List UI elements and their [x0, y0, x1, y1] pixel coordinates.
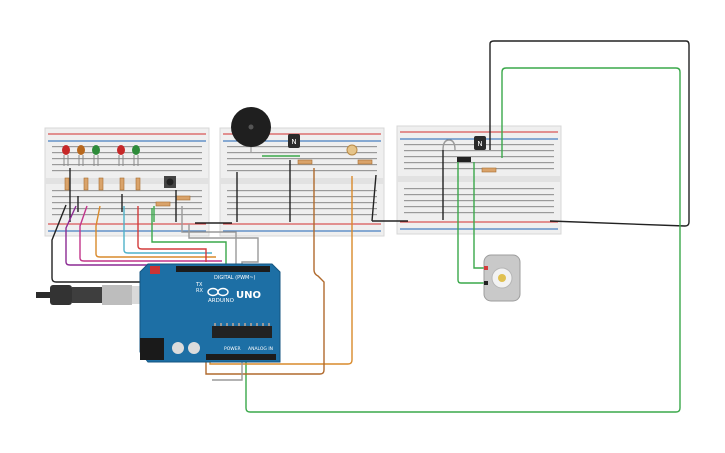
digital-header [176, 266, 270, 272]
brand-label: ARDUINO [208, 298, 235, 304]
motor-wires [457, 162, 486, 284]
led-orange-1 [77, 145, 85, 166]
bus-jumpers [195, 150, 444, 224]
power-jack [140, 338, 164, 360]
power-analog-header [206, 354, 276, 360]
transistor-1: N [288, 134, 300, 148]
transistor-1-label: N [291, 138, 296, 146]
capacitor-1-icon [172, 342, 184, 354]
led-red-2 [117, 145, 125, 166]
resistors-board1 [64, 177, 191, 207]
reset-button[interactable] [150, 266, 160, 274]
transistor-2-label: N [477, 140, 482, 148]
arduino-uno[interactable]: DIGITAL (PWM~) TX RX ARDUINO UNO POWER A… [139, 263, 281, 363]
led-green-1 [92, 145, 100, 166]
digital-header-label: DIGITAL (PWM~) [214, 275, 256, 281]
wire-brown-long [205, 168, 325, 375]
rx-label: RX [196, 288, 203, 294]
wire-green-loop [245, 67, 681, 413]
capacitor-2-icon [188, 342, 200, 354]
dc-motor [483, 254, 521, 302]
signal-wires [51, 204, 237, 283]
diode [457, 157, 471, 162]
wire-gray-long [188, 224, 259, 381]
board2-parts [262, 144, 373, 165]
piezo-buzzer [231, 107, 271, 152]
breadboard-left[interactable] [44, 127, 210, 237]
wire-orange-long [209, 176, 353, 365]
led-red-1 [62, 145, 70, 166]
model-label: UNO [236, 290, 261, 301]
wire-black-loop [489, 40, 690, 227]
arduino-logo-icon [207, 287, 229, 297]
power-header-label: POWER [224, 346, 241, 352]
board3-parts [442, 139, 497, 173]
transistor-2: N [474, 136, 486, 150]
pushbutton[interactable] [164, 176, 176, 188]
analog-header-label: ANALOG IN [248, 346, 273, 352]
tx-label: TX [195, 282, 203, 288]
led-green-2 [132, 145, 140, 166]
microcontroller-chip [212, 326, 272, 338]
board1-jumpers [69, 168, 177, 222]
